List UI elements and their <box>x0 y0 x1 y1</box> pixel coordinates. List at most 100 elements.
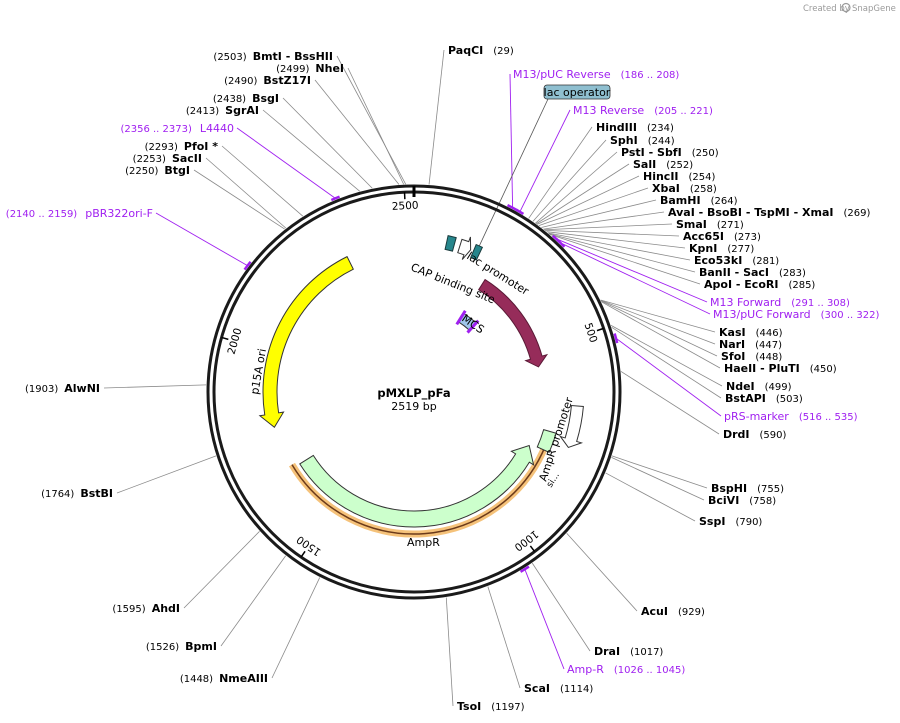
enzyme-position: (2490) <box>224 76 257 87</box>
site-labels: PaqCI(29) HindIII(234)SphI(244)PstI - Sbf… <box>6 44 880 713</box>
enzyme-site-pfoi[interactable]: (2293)PfoI * <box>145 140 219 153</box>
leader-line <box>116 455 217 494</box>
enzyme-site-ahdi[interactable]: (1595)AhdI <box>112 602 180 615</box>
enzyme-label: (1764)BstBI <box>41 487 113 500</box>
enzyme-site-kpni[interactable]: KpnI(277) <box>689 242 754 255</box>
enzyme-site-apoi[interactable]: ApoI - EcoRI(285) <box>704 278 815 291</box>
tick-label: 2500 <box>392 200 419 213</box>
enzyme-site-haeii[interactable]: HaeII - PluTI(450) <box>724 362 837 375</box>
enzyme-label: BanII - SacI(283) <box>699 266 806 279</box>
enzyme-site-avai[interactable]: AvaI - BsoBI - TspMI - XmaI(269) <box>668 206 870 219</box>
enzyme-label: BspHI(755) <box>711 482 784 495</box>
enzyme-label: BstAPI(503) <box>725 392 803 405</box>
enzyme-position: (273) <box>734 232 761 243</box>
enzyme-label: PaqCI(29) <box>448 44 514 57</box>
lac-operator-leader <box>478 98 549 247</box>
enzyme-site-scai[interactable]: ScaI(1114) <box>524 682 593 695</box>
cap-binding-site-box[interactable] <box>444 235 457 252</box>
lac-operator-label[interactable]: lac operator <box>543 84 611 100</box>
primer-prs-marker[interactable]: pRS-marker(516 .. 535) <box>724 410 858 423</box>
enzyme-position: (2438) <box>213 94 246 105</box>
ampr-label: AmpR <box>407 536 440 549</box>
enzyme-site-sgrai[interactable]: (2413)SgrAI <box>186 104 259 117</box>
enzyme-site-psti[interactable]: PstI - SbfI(250) <box>621 146 719 159</box>
enzyme-site-alwni[interactable]: (1903)AlwNI <box>25 382 100 395</box>
primer-l4440[interactable]: (2356 .. 2373)L4440 <box>120 122 234 135</box>
enzyme-name: BspHI <box>711 482 747 495</box>
enzyme-site-hincii[interactable]: HincII(254) <box>643 170 716 183</box>
signal-sequence-box[interactable] <box>536 429 557 453</box>
enzyme-position: (264) <box>711 196 738 207</box>
primer-m13-puc-reverse[interactable]: M13/pUC Reverse(186 .. 208) <box>513 68 679 81</box>
enzyme-label: BamHI(264) <box>660 194 738 207</box>
leader-line <box>611 326 722 399</box>
leader-line <box>548 232 691 261</box>
enzyme-position: (447) <box>755 340 782 351</box>
enzyme-site-bcivi[interactable]: BciVI(758) <box>708 494 776 507</box>
enzyme-site-acc65i[interactable]: Acc65I(273) <box>683 230 761 243</box>
enzyme-site-bsphi[interactable]: BspHI(755) <box>711 482 784 495</box>
primer-mark <box>613 333 619 344</box>
enzyme-site-paqci[interactable]: PaqCI(29) <box>448 44 514 57</box>
primer-name: M13/pUC Reverse <box>513 68 611 81</box>
enzyme-name: PstI <box>621 146 645 159</box>
enzyme-site-nmeaiii[interactable]: (1448)NmeAIII <box>180 672 268 685</box>
enzyme-site-sali[interactable]: SalI(252) <box>633 158 693 171</box>
enzyme-site-bpmi[interactable]: (1526)BpmI <box>146 640 217 653</box>
leader-line <box>205 157 287 229</box>
enzyme-name: DrdI <box>723 428 750 441</box>
enzyme-site-sspi[interactable]: SspI(790) <box>699 515 762 528</box>
ampr-promoter-arrow[interactable] <box>559 404 584 449</box>
enzyme-position: (281) <box>752 256 779 267</box>
enzyme-site-btgi[interactable]: (2250)BtgI <box>125 164 190 177</box>
enzyme-name: BpmI <box>185 640 217 653</box>
primer-m13-forward[interactable]: M13 Forward(291 .. 308) <box>710 296 850 309</box>
enzyme-site-ndei[interactable]: NdeI(499) <box>726 380 792 393</box>
enzyme-site-tsoi[interactable]: TsoI(1197) <box>457 700 525 713</box>
p15a-ori-arrow[interactable] <box>258 255 354 429</box>
enzyme-position: (1017) <box>630 647 663 658</box>
lac-operator-box[interactable] <box>470 243 484 261</box>
enzyme-site-kasi[interactable]: KasI(446) <box>719 326 783 339</box>
lacz-alpha-arrow[interactable] <box>477 278 549 368</box>
lac-promoter-arrow[interactable] <box>457 236 472 260</box>
primer-amp-r[interactable]: Amp-R(1026 .. 1045) <box>567 663 685 676</box>
primer-pbr322ori-f[interactable]: (2140 .. 2159)pBR322ori-F <box>6 207 153 220</box>
ampr-arrow[interactable] <box>299 444 535 528</box>
primer-label: M13/pUC Reverse(186 .. 208) <box>513 68 679 81</box>
enzyme-site-bamhi[interactable]: BamHI(264) <box>660 194 738 207</box>
enzyme-site-hindiii[interactable]: HindIII(234) <box>596 121 674 134</box>
enzyme-site-bstapi[interactable]: BstAPI(503) <box>725 392 803 405</box>
enzyme-name: ApoI <box>704 278 732 291</box>
enzyme-site-sacii[interactable]: (2253)SacII <box>133 152 202 165</box>
enzyme-site-nhei[interactable]: (2499)NheI <box>276 62 344 75</box>
enzyme-site-nari[interactable]: NarI(447) <box>719 338 782 351</box>
enzyme-site-bsgi[interactable]: (2438)BsgI <box>213 92 279 105</box>
leader-line <box>428 49 445 185</box>
primer-m13-puc-forward[interactable]: M13/pUC Forward(300 .. 322) <box>713 308 879 321</box>
enzyme-site-bstz17i[interactable]: (2490)BstZ17I <box>224 74 311 87</box>
enzyme-position: (790) <box>735 517 762 528</box>
enzyme-site-bmti[interactable]: (2503)BmtI - BssHII <box>213 50 333 63</box>
enzyme-name: AcuI <box>641 605 668 618</box>
enzyme-name: TsoI <box>457 700 481 713</box>
enzyme-position: (1448) <box>180 674 213 685</box>
primer-leader-line <box>519 109 571 213</box>
enzyme-site-drdi[interactable]: DrdI (590) <box>723 428 787 441</box>
enzyme-site-smai[interactable]: SmaI(271) <box>676 218 744 231</box>
tick-mark <box>529 545 536 552</box>
primer-range: (205 .. 221) <box>654 106 713 117</box>
enzyme-site-eco53ki[interactable]: Eco53kI(281) <box>694 254 779 267</box>
enzyme-site-bstbi[interactable]: (1764)BstBI <box>41 487 113 500</box>
leader-line <box>536 175 640 225</box>
enzyme-name: AlwNI <box>64 382 100 395</box>
enzyme-site-acui[interactable]: AcuI(929) <box>641 605 705 618</box>
enzyme-position: (590) <box>760 430 787 441</box>
enzyme-site-xbai[interactable]: XbaI(258) <box>652 182 717 195</box>
enzyme-site-sfoi[interactable]: SfoI(448) <box>721 350 782 363</box>
primer-m13-reverse[interactable]: M13 Reverse(205 .. 221) <box>573 104 713 117</box>
enzyme-site-banii[interactable]: BanII - SacI(283) <box>699 266 806 279</box>
plasmid-length: 2519 bp <box>391 400 436 413</box>
enzyme-site-drai[interactable]: DraI(1017) <box>594 645 663 658</box>
enzyme-site-sphi[interactable]: SphI(244) <box>610 134 675 147</box>
